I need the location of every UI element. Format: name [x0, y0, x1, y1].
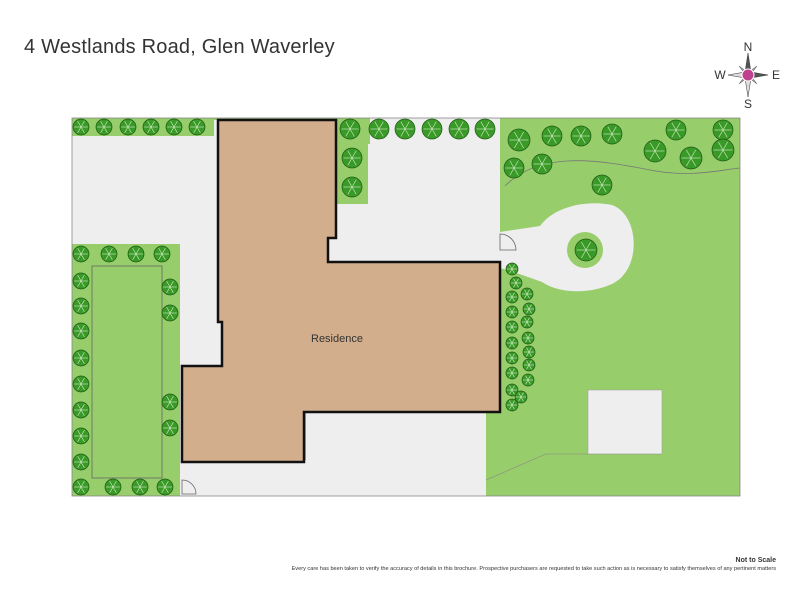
south-path-edge: [485, 453, 547, 481]
tree-icon: [72, 272, 90, 290]
tree-icon: [474, 118, 496, 140]
tree-icon: [100, 245, 118, 263]
tree-icon: [531, 153, 553, 175]
tree-icon: [522, 302, 536, 316]
tree-icon: [505, 290, 519, 304]
tree-icon: [72, 375, 90, 393]
tree-icon: [520, 287, 534, 301]
tree-icon: [505, 305, 519, 319]
tree-icon: [72, 245, 90, 263]
residence-label: Residence: [311, 333, 363, 345]
compass-west-label: W: [714, 68, 726, 82]
tree-icon: [643, 139, 667, 163]
tree-icon: [509, 276, 523, 290]
not-to-scale-label: Not to Scale: [735, 557, 776, 564]
tree-icon: [72, 453, 90, 471]
tree-icon: [161, 278, 179, 296]
tree-icon: [153, 245, 171, 263]
compass-rose: N S W E: [714, 40, 780, 111]
tree-icon: [142, 118, 160, 136]
tree-icon: [72, 297, 90, 315]
tree-icon: [161, 393, 179, 411]
site-boundary: [71, 117, 741, 497]
tree-icon: [505, 351, 519, 365]
tree-icon: [161, 419, 179, 437]
tree-icon: [127, 245, 145, 263]
tree-icon: [505, 398, 519, 412]
tree-icon: [522, 358, 536, 372]
tree-icon: [104, 478, 122, 496]
tree-icon: [505, 366, 519, 380]
tree-icon: [505, 383, 519, 397]
tree-icon: [505, 320, 519, 334]
tree-icon: [507, 128, 531, 152]
compass-south-label: S: [744, 97, 752, 111]
residence-building: [180, 118, 502, 464]
tree-icon: [448, 118, 470, 140]
tree-icon: [570, 125, 592, 147]
tree-icon: [72, 427, 90, 445]
tree-icon: [72, 118, 90, 136]
rear-terrace: [182, 412, 486, 496]
tree-icon: [72, 322, 90, 340]
footer: Not to Scale Every care has been taken t…: [292, 557, 776, 572]
door-arc-south: [181, 479, 197, 495]
tree-icon: [712, 119, 734, 141]
tree-icon: [503, 157, 525, 179]
tree-icon: [95, 118, 113, 136]
compass-east-label: E: [772, 68, 780, 82]
tree-icon: [521, 331, 535, 345]
compass-star-icon: [727, 52, 769, 98]
south-path: [486, 454, 740, 496]
tree-icon: [514, 390, 528, 404]
compass-north-label: N: [744, 40, 753, 54]
garden-bed-left: [91, 265, 163, 479]
tree-icon: [72, 349, 90, 367]
tree-icon: [665, 119, 687, 141]
tree-icon: [522, 345, 536, 359]
garden-shed-pad: [587, 389, 663, 457]
top-courtyard: [328, 118, 500, 262]
tree-icon: [341, 147, 363, 169]
tree-icon: [72, 478, 90, 496]
tree-icon: [119, 118, 137, 136]
tree-icon: [521, 373, 535, 387]
door-arc-east: [499, 233, 517, 251]
tree-icon: [165, 118, 183, 136]
trees-group: [72, 118, 735, 496]
compass-center-dot: [741, 68, 755, 82]
tree-icon: [505, 336, 519, 350]
tree-icon: [421, 118, 443, 140]
tree-icon: [591, 174, 613, 196]
tree-icon: [505, 262, 519, 276]
tree-icon: [711, 138, 735, 162]
tree-icon: [394, 118, 416, 140]
tree-icon: [520, 315, 534, 329]
tree-icon: [161, 304, 179, 322]
tree-icon: [679, 146, 703, 170]
tree-icon: [541, 125, 563, 147]
tree-icon: [601, 123, 623, 145]
tree-icon: [341, 176, 363, 198]
driveway-turning-circle: [500, 203, 634, 292]
tree-icon: [574, 238, 598, 262]
pathway-east: [180, 322, 222, 366]
tree-icon: [188, 118, 206, 136]
page-title: 4 Westlands Road, Glen Waverley: [24, 36, 335, 58]
tree-icon: [339, 118, 361, 140]
tree-icon: [72, 401, 90, 419]
tree-icon: [156, 478, 174, 496]
tree-icon: [368, 118, 390, 140]
tree-icon: [131, 478, 149, 496]
disclaimer-text: Every care has been taken to verify the …: [291, 566, 776, 572]
